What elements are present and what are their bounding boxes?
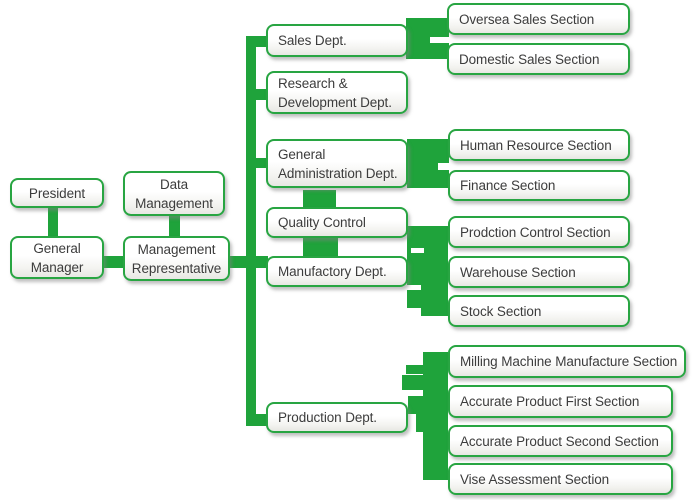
connector-gap bbox=[438, 163, 450, 170]
node-sales-dept: Sales Dept. bbox=[266, 24, 408, 57]
connector-stub-sales bbox=[255, 36, 268, 47]
node-prodction-control-section: Prodction Control Section bbox=[448, 216, 630, 248]
node-human-resource-section: Human Resource Section bbox=[448, 129, 630, 161]
connector-ga-qc-link bbox=[303, 190, 336, 209]
node-warehouse-section: Warehouse Section bbox=[448, 256, 630, 288]
node-rnd-dept: Research & Development Dept. bbox=[266, 71, 408, 114]
node-quality-control: Quality Control bbox=[266, 207, 408, 238]
connector-qcmanu-sections bbox=[407, 226, 448, 285]
connector-gap bbox=[430, 37, 449, 43]
connector-stock-stub bbox=[407, 290, 427, 308]
node-domestic-sales-section: Domestic Sales Section bbox=[447, 43, 630, 75]
connector-qc-manufactory-link bbox=[303, 237, 338, 258]
node-general-admin-dept: General Administration Dept. bbox=[266, 139, 408, 188]
node-finance-section: Finance Section bbox=[448, 170, 630, 201]
connector-gm-mr bbox=[103, 256, 124, 268]
node-vise-assessment-section: Vise Assessment Section bbox=[448, 463, 673, 495]
node-milling-machine-section: Milling Machine Manufacture Section bbox=[448, 345, 686, 378]
connector-stub-rnd bbox=[255, 89, 268, 100]
connector-production-trunk bbox=[423, 352, 448, 480]
connector-datamgmt-mr bbox=[169, 214, 180, 238]
connector-president-gm bbox=[48, 206, 58, 238]
connector-stub-general-admin bbox=[251, 158, 268, 168]
connector-gap bbox=[411, 248, 424, 253]
node-president: President bbox=[10, 178, 104, 208]
node-production-dept: Production Dept. bbox=[266, 402, 408, 433]
node-oversea-sales-section: Oversea Sales Section bbox=[447, 3, 630, 35]
node-accurate-first-section: Accurate Product First Section bbox=[448, 385, 673, 418]
connector-left-trunk bbox=[246, 36, 256, 426]
node-general-manager: General Manager bbox=[10, 236, 104, 279]
connector-production-stub2 bbox=[402, 375, 423, 390]
node-manufactory-dept: Manufactory Dept. bbox=[266, 256, 408, 287]
connector-stub-production bbox=[246, 414, 268, 426]
node-management-representative: Management Representative bbox=[123, 236, 230, 281]
node-stock-section: Stock Section bbox=[448, 295, 630, 327]
node-accurate-second-section: Accurate Product Second Section bbox=[448, 425, 673, 457]
connector-production-stub1 bbox=[406, 365, 423, 374]
node-data-management: Data Management bbox=[123, 171, 225, 216]
